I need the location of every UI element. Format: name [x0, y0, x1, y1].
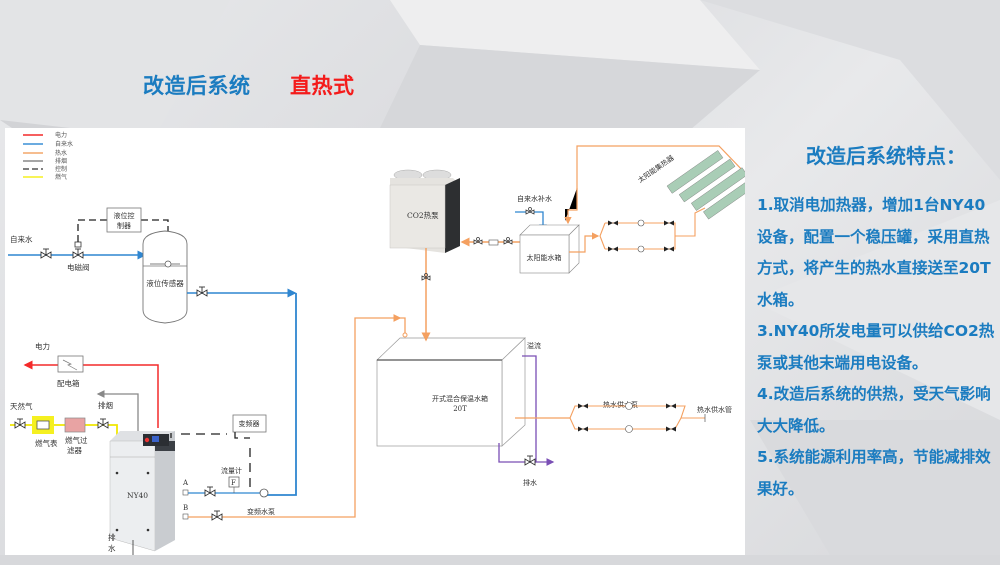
flowmeter-label: 流量计	[221, 466, 242, 475]
exhaust-label: 排烟	[98, 400, 113, 410]
tap-water-riser-pipe	[263, 293, 297, 496]
co2-heat-pump-label: CO2热泵	[407, 210, 439, 220]
solar-collector-label: 太阳能集热器	[636, 153, 676, 184]
overflow-pipe	[522, 355, 555, 466]
legend: 电力 自来水 热水 排烟 控制 燃气	[23, 131, 73, 181]
mixed-tank-label-2: 20T	[453, 405, 467, 413]
overflow-label: 溢流	[527, 341, 541, 350]
feature-item: 4.改造后系统的供热，受天气影响大大降低。	[757, 385, 991, 435]
vfd-pump-icon[interactable]	[259, 488, 269, 498]
unit-drain-label-1: 排	[108, 532, 116, 542]
diagram-panel: 电力 自来水 热水 排烟 控制 燃气 自来水 电磁阀 液位控 制器	[5, 128, 760, 565]
port-b-label: B	[183, 504, 188, 512]
port-a	[182, 489, 189, 496]
gas-valve-icon[interactable]	[14, 418, 26, 429]
manual-valve-icon[interactable]	[40, 248, 52, 259]
legend-label-exhaust: 排烟	[55, 157, 67, 165]
mixed-tank-label-1: 开式混合保温水箱	[432, 394, 488, 403]
port-a-label: A	[182, 479, 189, 487]
solar-tank-label: 太阳能水箱	[527, 253, 562, 262]
flowmeter-symbol: F	[231, 479, 236, 487]
drain-valve-icon[interactable]	[524, 455, 536, 466]
features-list: 1.取消电加热器，增加1台NY40设备，配置一个稳压罐，采用直热方式，将产生的热…	[757, 190, 997, 505]
legend-label-control: 控制	[55, 165, 67, 173]
solar-return-pipe	[576, 145, 746, 209]
inverter-box	[232, 414, 267, 433]
solenoid-valve-icon[interactable]	[72, 248, 84, 259]
feature-item: 1.取消电加热器，增加1台NY40设备，配置一个稳压罐，采用直热方式，将产生的热…	[757, 196, 991, 309]
feature-item: 5.系统能源利用率高，节能减排效果好。	[757, 448, 991, 498]
mixed-storage-tank: 开式混合保温水箱 20T	[376, 337, 526, 447]
legend-label-gas: 燃气	[55, 173, 67, 181]
gas-filter-label-1: 燃气过	[65, 435, 88, 445]
port-b-valve-icon[interactable]	[211, 510, 223, 521]
gas-pipe	[10, 424, 118, 446]
makeup-water-label: 自来水补水	[517, 194, 552, 203]
legend-label-power: 电力	[55, 131, 67, 139]
hot-water-supply-pipe	[188, 314, 402, 518]
exhaust-pipe	[96, 390, 139, 433]
gas-meter-label: 燃气表	[35, 438, 58, 448]
solar-pump-bank	[599, 207, 706, 253]
hot-water-pump-2-icon[interactable]	[625, 425, 633, 433]
power-label: 电力	[35, 341, 50, 351]
tap-water-label: 自来水	[10, 234, 33, 244]
hot-water-pump-bank	[569, 402, 706, 433]
makeup-water-pipe	[515, 211, 547, 233]
unit-drain-label-2: 水	[108, 543, 116, 553]
port-a-valve-icon[interactable]	[204, 486, 216, 497]
system-diagram: 电力 自来水 热水 排烟 控制 燃气 自来水 电磁阀 液位控 制器	[8, 131, 760, 565]
page-subtitle: 直热式	[290, 74, 355, 98]
gas-inlet-valve-icon[interactable]	[97, 418, 109, 429]
solar-supply-pipe	[569, 232, 600, 253]
vfd-pump-label: 变频水泵	[247, 507, 275, 516]
legend-label-tap-water: 自来水	[55, 140, 73, 148]
gas-filter	[64, 417, 86, 433]
gas-filter-label-2: 滤器	[67, 445, 82, 455]
level-sensor-label: 液位传感器	[146, 278, 184, 288]
tap-water-section: 自来水 电磁阀 液位控 制器 液位传感器	[8, 207, 297, 496]
ny40-label: NY40	[127, 491, 148, 500]
level-controller-label-2: 制器	[117, 221, 131, 230]
hot-water-pump-1-icon[interactable]	[625, 402, 633, 410]
distribution-box-label: 配电箱	[57, 378, 80, 388]
hot-water-pump-label: 热水供水泵	[603, 400, 638, 409]
level-controller-box	[106, 207, 142, 233]
gas-section: 天然气 燃气表 燃气过 滤器 排烟	[10, 390, 139, 455]
page-title: 改造后系统	[143, 74, 251, 98]
co2-heat-pump[interactable]: CO2热泵	[389, 169, 460, 253]
solenoid-valve-label: 电磁阀	[67, 262, 90, 272]
outlet-valve-icon[interactable]	[196, 286, 208, 297]
level-sensor-tank	[142, 230, 188, 324]
inline-valve-2-icon[interactable]	[503, 237, 513, 245]
natural-gas-label: 天然气	[10, 401, 33, 411]
power-section: 电力 配电箱	[23, 341, 159, 428]
hot-water-pipe-label: 热水供水管	[697, 405, 732, 414]
port-b	[182, 513, 189, 520]
solar-collector-array	[666, 150, 760, 220]
solar-tank: 太阳能水箱	[519, 224, 580, 274]
features-title: 改造后系统特点：	[806, 144, 966, 168]
ny40-unit[interactable]: NY40	[109, 431, 175, 552]
makeup-valve-icon[interactable]	[525, 207, 535, 215]
level-controller-label-1: 液位控	[114, 211, 135, 220]
inline-valve-1-icon[interactable]	[473, 237, 483, 245]
inverter-section: 变频器	[170, 414, 267, 488]
inverter-label: 变频器	[239, 419, 260, 428]
legend-label-hot-water: 热水	[55, 149, 67, 157]
feature-item: 3.NY40所发电量可以供给CO2热泵或其他末端用电设备。	[757, 322, 995, 372]
bottom-bar	[0, 555, 1000, 565]
drain-label: 排水	[523, 478, 537, 487]
drain-pipe	[498, 443, 536, 463]
